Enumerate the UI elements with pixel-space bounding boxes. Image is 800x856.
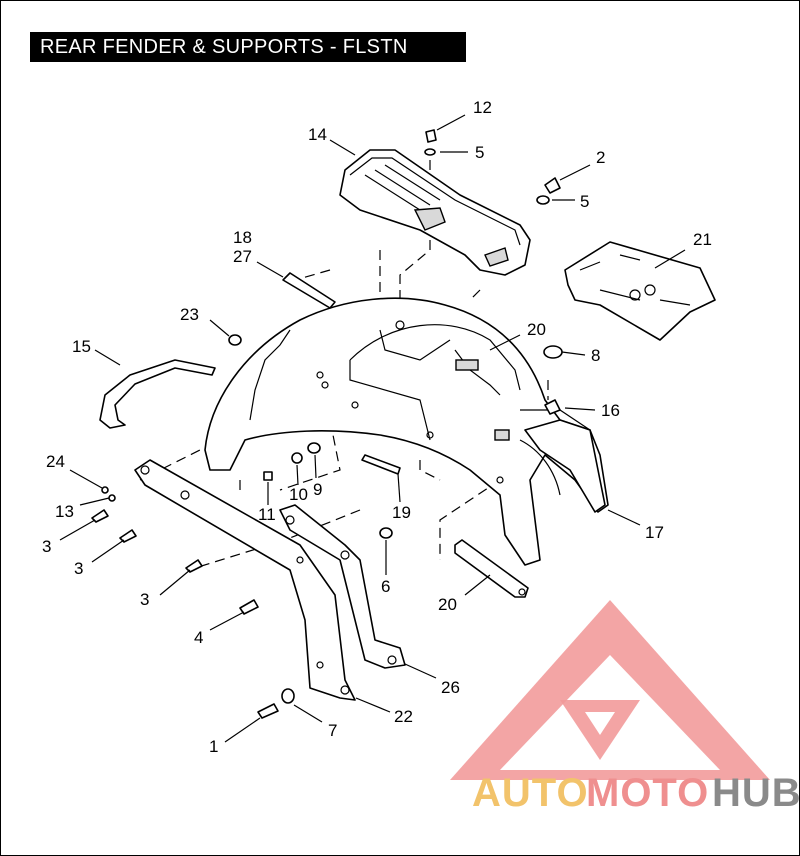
callout-4: 4 (194, 628, 203, 647)
callout-13: 13 (55, 502, 74, 521)
watermark-text: AUTO MOTO HUB (472, 771, 800, 815)
callout-9: 8 (591, 346, 600, 365)
callout-23: 22 (394, 707, 413, 726)
callout-8: 9 (313, 480, 322, 499)
diagram-title: REAR FENDER & SUPPORTS - FLSTN (40, 36, 408, 58)
watermark-hub: HUB (712, 771, 800, 815)
callout-24: 23 (180, 305, 199, 324)
callout-18: 18 (233, 228, 252, 247)
callout-12: 12 (473, 98, 492, 117)
callout-21: 21 (693, 230, 712, 249)
leader-lines (59, 114, 686, 743)
callout-17: 17 (645, 523, 664, 542)
callout-10: 10 (289, 485, 308, 504)
grab-rail (99, 359, 216, 429)
title-bar: REAR FENDER & SUPPORTS - FLSTN (30, 32, 466, 62)
callout-6: 6 (381, 577, 390, 596)
callout-15: 15 (72, 337, 91, 356)
fender-tip (524, 419, 606, 513)
callout-labels: 12 5 2 5 14 21 18 27 23 20 8 16 15 17 24… (42, 98, 712, 756)
luggage-rack (339, 149, 531, 276)
callout-25: 24 (46, 452, 65, 471)
rear-support-bracket (564, 241, 716, 341)
watermark-moto: MOTO (586, 771, 709, 815)
callout-14: 14 (308, 125, 327, 144)
callout-3-c: 3 (140, 590, 149, 609)
callout-3-a: 3 (42, 537, 51, 556)
rear-brace (454, 539, 529, 598)
callout-3-b: 3 (74, 559, 83, 578)
callout-11: 11 (258, 505, 276, 524)
callout-19: 19 (392, 503, 411, 522)
callout-1: 1 (209, 737, 218, 756)
callout-7: 7 (328, 721, 337, 740)
callout-22: 20 (527, 320, 546, 339)
callout-16: 16 (601, 401, 620, 420)
watermark-logo (450, 600, 770, 780)
watermark-auto: AUTO (472, 771, 589, 815)
callout-20: 20 (438, 595, 457, 614)
callout-26: 26 (441, 678, 460, 697)
callout-5-top: 5 (475, 143, 484, 162)
callout-5-right: 5 (580, 192, 589, 211)
fender-strut-right (279, 504, 406, 669)
rear-fender (204, 297, 609, 566)
hardware (91, 129, 563, 719)
callout-2: 2 (596, 148, 605, 167)
strap-bracket (282, 272, 336, 309)
callout-27: 27 (233, 247, 252, 266)
fender-strut-left (134, 459, 356, 701)
